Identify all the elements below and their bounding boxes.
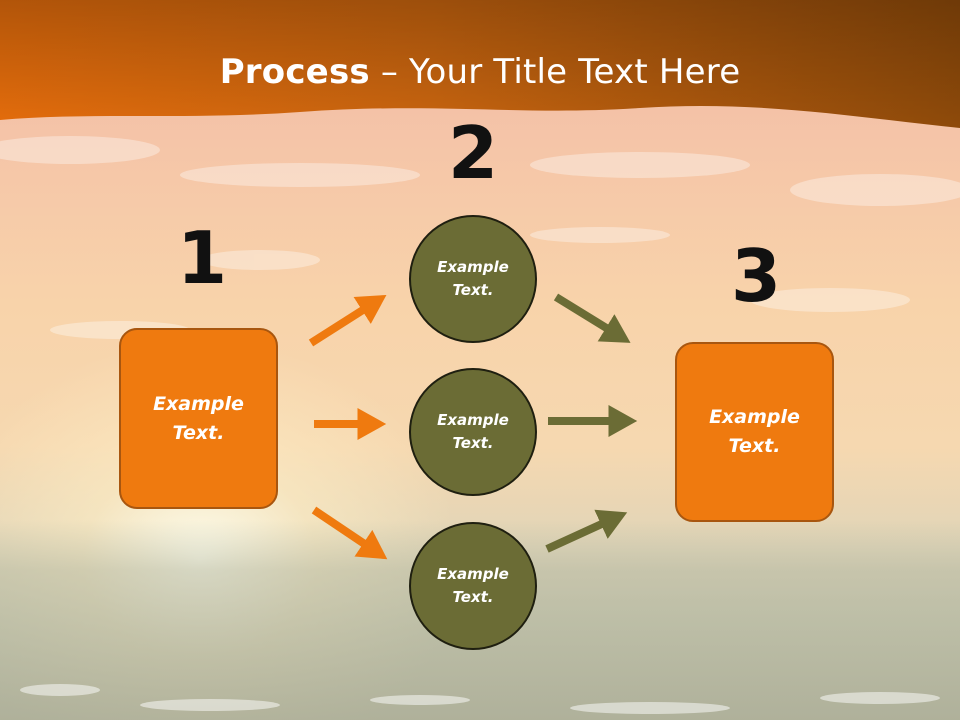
arrow-right-down-icon [553,293,631,343]
step-2-circle-middle: Example Text. [409,368,537,496]
arrow-right-up-icon [308,294,387,347]
step-1-text: Example Text. [153,392,244,444]
step-number-2: 2 [448,111,499,195]
step-2-circle-bottom: Example Text. [409,522,537,650]
title-bold: Process [219,52,370,92]
circle-middle-text: Example Text. [437,411,509,452]
circle-bottom-text: Example Text. [437,565,509,606]
step-number-3: 3 [731,234,782,318]
step-number-1: 1 [177,216,228,300]
arrow-right-down-icon [311,506,388,560]
slide-title: Process – Your Title Text Here [0,52,960,92]
title-rest: – Your Title Text Here [369,52,741,92]
step-3-text: Example Text. [709,406,800,457]
step-3-box: Example Text. [675,342,834,522]
circle-top-text: Example Text. [437,258,509,299]
arrow-right-up-icon [545,509,628,553]
step-1-box: Example Text. [119,328,278,509]
step-2-circle-top: Example Text. [409,215,537,343]
